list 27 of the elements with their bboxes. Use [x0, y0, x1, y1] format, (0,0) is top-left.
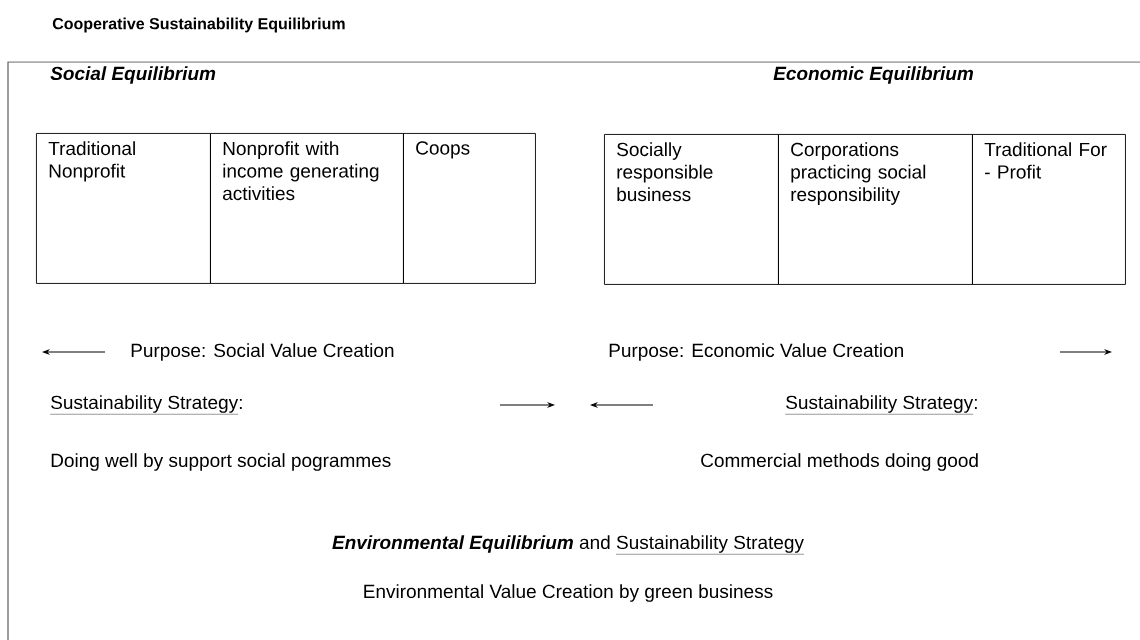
cell-text: Nonprofit with income generating activities: [223, 141, 379, 201]
table-cell: [36, 133, 211, 284]
table-cell: [604, 134, 779, 285]
section-heading: Economic Equilibrium: [773, 66, 973, 84]
label-text: :: [974, 398, 977, 409]
section-heading: Social Equilibrium: [50, 66, 216, 84]
label-text: Commercial methods doing good: [701, 453, 978, 471]
section-heading: Environmental Equilibrium: [332, 535, 573, 553]
cell-text: Corporations practicing social responsibility: [791, 142, 926, 205]
cell-text: Traditional For - Profit: [984, 142, 1107, 179]
table-cell: [403, 133, 536, 284]
label-text: :: [239, 398, 242, 409]
underlined-heading: Sustainability Strategy: [785, 395, 974, 415]
cell-text: Coops: [416, 141, 470, 159]
title: Cooperative Sustainability Equilibrium: [52, 17, 345, 33]
table-cell: [972, 134, 1126, 285]
underlined-heading: Sustainability Strategy: [615, 535, 805, 555]
cell-text: Socially responsible business: [617, 142, 713, 202]
table-cell: [210, 133, 404, 284]
label-text: Environmental Value Creation by green business: [364, 584, 773, 602]
table-cell: [778, 134, 973, 285]
label-text: Doing well by support social pogrammes: [51, 453, 391, 471]
label-text: Purpose: Social Value Creation: [131, 343, 394, 361]
label-text: Purpose: Economic Value Creation: [609, 343, 903, 361]
label-text: and: [579, 535, 610, 550]
cell-text: Traditional Nonprofit: [48, 141, 135, 182]
underlined-heading: Sustainability Strategy: [50, 395, 239, 415]
